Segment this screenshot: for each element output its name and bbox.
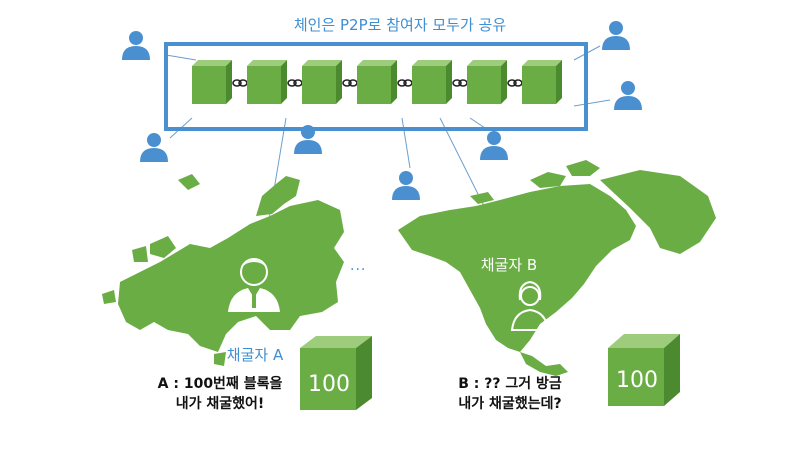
participant-icon (140, 133, 168, 162)
miner-b-quote: B : ?? 그거 방금 내가 채굴했는데? (430, 374, 590, 414)
participant-icon (392, 171, 420, 200)
block-a-number: 100 (308, 372, 350, 397)
mined-block-a (300, 336, 372, 410)
chain-link-icon (397, 79, 413, 87)
blockchain-box (164, 42, 588, 131)
chain-link-icon (507, 79, 523, 87)
miner-b-label: 채굴자 B (480, 256, 538, 274)
participant-icon (602, 21, 630, 50)
chain-block (467, 60, 507, 104)
chain-link-icon (287, 79, 303, 87)
connector-line (401, 117, 411, 169)
miner-b-figure (510, 280, 550, 331)
chain-block (192, 60, 232, 104)
miner-b-quote-line1: B : ?? 그거 방금 (458, 376, 562, 392)
europe-map (102, 174, 344, 366)
participant-icon (122, 31, 150, 60)
participants (122, 21, 642, 200)
chain-link-icon (232, 79, 248, 87)
diagram-title: 체인은 P2P로 참여자 모두가 공유 (293, 16, 507, 34)
north-america-map (398, 160, 716, 376)
participant-icon (614, 81, 642, 110)
ellipsis: ... (350, 258, 367, 274)
chain-blocks (192, 60, 562, 104)
participant-icon (480, 131, 508, 160)
chain-block (412, 60, 452, 104)
chain-block (522, 60, 562, 104)
chain-block (247, 60, 287, 104)
mined-block-b (608, 334, 680, 406)
chain-link-icon (342, 79, 358, 87)
chain-block (357, 60, 397, 104)
miner-a-label: 채굴자 A (226, 346, 284, 364)
chain-block (302, 60, 342, 104)
miner-b-quote-line2: 내가 채굴했는데? (458, 396, 562, 412)
chain-link-icon (452, 79, 468, 87)
participant-icon (294, 125, 322, 154)
miner-a-figure (228, 258, 280, 312)
miner-a-quote: A : 100번째 블록을 내가 채굴했어! (140, 374, 300, 414)
connector-line (573, 99, 611, 107)
connector-line (165, 54, 197, 61)
miner-a-quote-line1: A : 100번째 블록을 (157, 376, 283, 392)
miner-a-quote-line2: 내가 채굴했어! (175, 396, 265, 412)
block-b-number: 100 (616, 368, 658, 393)
